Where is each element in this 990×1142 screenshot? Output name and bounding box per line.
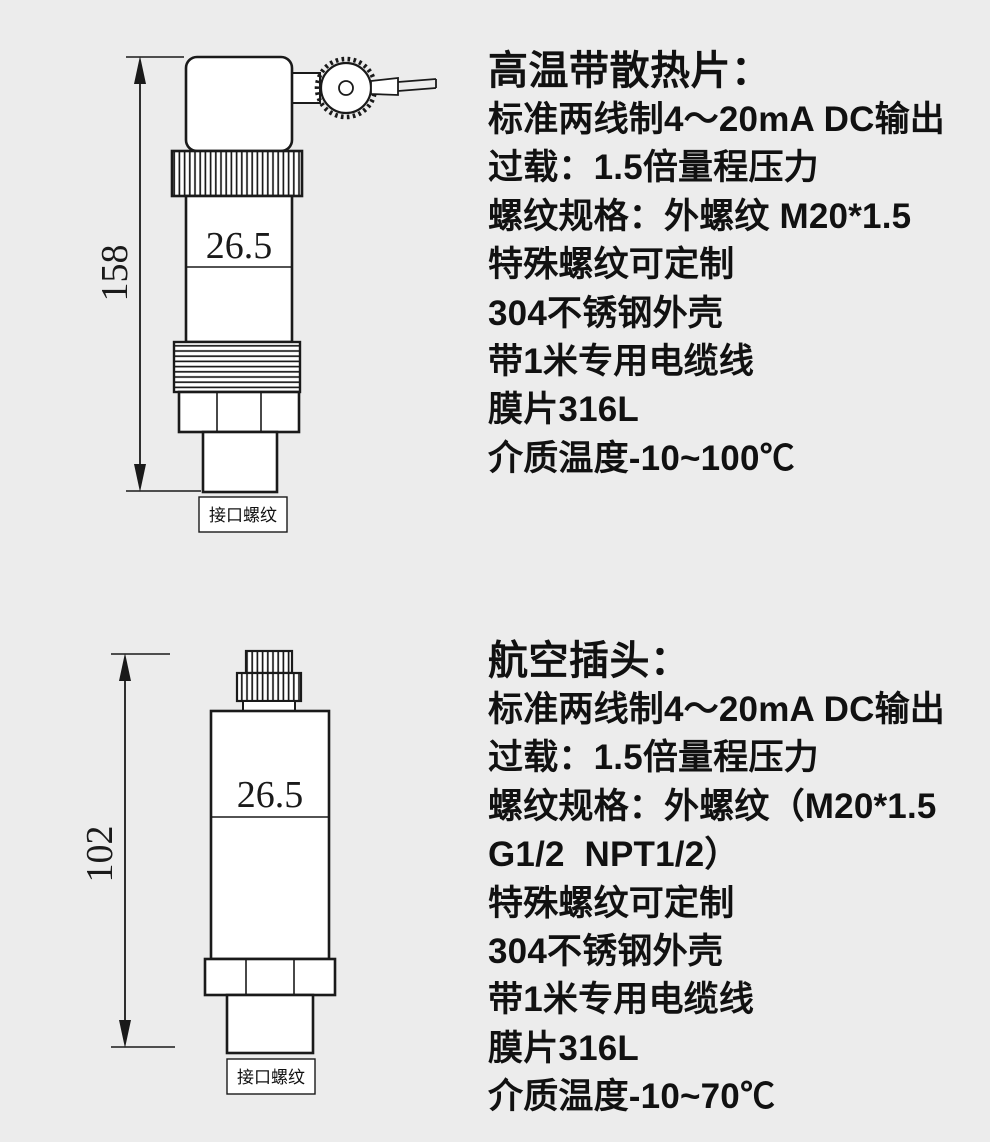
spec-line: 过载：1.5倍量程压力 <box>488 738 819 778</box>
thread-label-box <box>198 496 288 533</box>
specs-heatsink: 高温带散热片： 标准两线制4～20mA DC输出 过载：1.5倍量程压力 螺纹规… <box>488 47 983 483</box>
height-dimension-158: 158 <box>94 56 201 492</box>
spec-line: 螺纹规格：外螺纹（M20*1.5 <box>488 786 937 826</box>
spec-line: 介质温度-10~100℃ <box>488 438 795 478</box>
thread-interface-label: 接口螺纹 <box>209 506 277 525</box>
spec-line: 膜片316L <box>488 1028 639 1068</box>
spec-line: 304不锈钢外壳 <box>488 293 723 333</box>
spec-line: 标准两线制4～20mA DC输出 <box>488 690 945 729</box>
spec-line: 304不锈钢外壳 <box>488 932 723 972</box>
spec-line: G1/2 NPT1/2） <box>488 835 740 875</box>
body-cylinder <box>209 709 331 961</box>
plug-top <box>244 649 294 675</box>
spec-title: 高温带散热片： <box>488 49 772 93</box>
arrow-down-icon <box>119 1020 131 1048</box>
spec-line: 膜片316L <box>488 390 639 430</box>
spec-line: 带1米专用电缆线 <box>488 342 755 382</box>
overall-height-label: 158 <box>94 245 136 302</box>
transmitter-outline: 26.5 接口螺纹 <box>170 55 437 533</box>
spec-line: 过载：1.5倍量程压力 <box>488 148 819 188</box>
spec-line: 特殊螺纹可定制 <box>488 883 735 923</box>
arrow-up-icon <box>134 56 146 84</box>
height-dimension-102: 102 <box>79 653 175 1048</box>
body-width-label: 26.5 <box>237 774 304 816</box>
thread-stub <box>225 993 315 1055</box>
spec-line: 标准两线制4～20mA DC输出 <box>488 100 945 139</box>
thread-interface-label: 接口螺纹 <box>237 1068 305 1087</box>
spec-line: 介质温度-10~70℃ <box>488 1077 776 1117</box>
spec-line: 带1米专用电缆线 <box>488 980 755 1020</box>
spec-line: 特殊螺纹可定制 <box>488 245 735 285</box>
drawing-heatsink-transmitter: 158 26.5 <box>94 55 437 533</box>
body-cylinder <box>184 194 294 344</box>
arrow-down-icon <box>134 464 146 492</box>
knurled-ring <box>170 149 304 198</box>
specs-aviation-plug: 航空插头： 标准两线制4～20mA DC输出 过载：1.5倍量程压力 螺纹规格：… <box>488 637 983 1122</box>
arrow-up-icon <box>119 653 131 681</box>
thread-stub <box>201 430 279 494</box>
body-width-label: 26.5 <box>206 225 273 267</box>
cable-icon <box>370 76 399 96</box>
drawing-aviation-plug-transmitter: 102 26.5 接口螺纹 <box>79 649 337 1095</box>
hex-nut <box>177 390 301 434</box>
thread-label-box <box>226 1058 316 1095</box>
spec-line: 螺纹规格：外螺纹 M20*1.5 <box>488 196 912 236</box>
heatsink-fins <box>172 340 302 394</box>
spec-title: 航空插头： <box>488 639 691 683</box>
hex-nut <box>203 957 337 997</box>
plug-collar <box>235 671 303 703</box>
connector-head <box>184 55 294 153</box>
plug-neck <box>242 700 296 712</box>
overall-height-label: 102 <box>79 826 121 883</box>
transmitter-outline: 26.5 接口螺纹 <box>203 649 337 1095</box>
